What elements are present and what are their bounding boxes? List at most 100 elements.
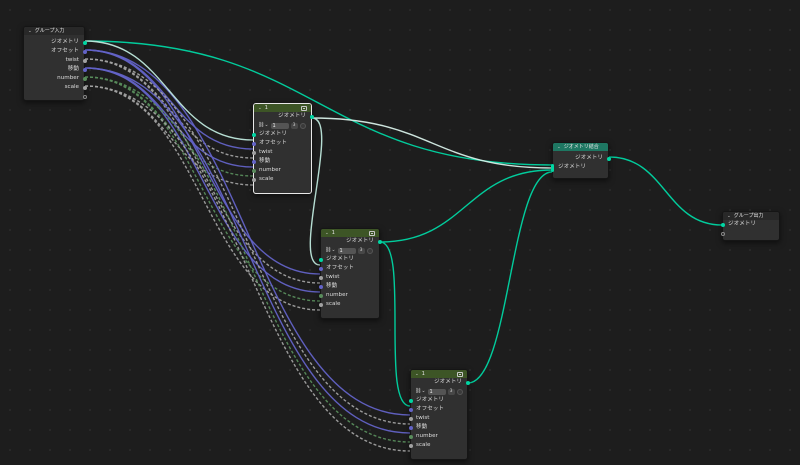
datablock-name-field[interactable]: 1 bbox=[337, 247, 356, 254]
group-input-socket-geometry[interactable]: ジオメトリ bbox=[24, 38, 87, 47]
geometry-socket-icon[interactable] bbox=[309, 114, 314, 119]
empty-socket-icon[interactable] bbox=[82, 94, 87, 99]
geometry-socket-icon[interactable] bbox=[408, 398, 413, 403]
datablock-selector[interactable]: ⛓⌄ 1 3 bbox=[411, 387, 467, 396]
group-node-input-geometry[interactable]: ジオメトリ bbox=[408, 396, 467, 405]
group-node-input-twist[interactable]: twist bbox=[408, 414, 467, 423]
node-tree-icon[interactable]: ⛓⌄ bbox=[325, 247, 336, 253]
geometry-socket-icon[interactable] bbox=[318, 257, 323, 262]
float-socket-icon[interactable] bbox=[82, 85, 87, 90]
integer-socket-icon[interactable] bbox=[318, 293, 323, 298]
node-tree-icon[interactable]: ⛓⌄ bbox=[415, 388, 426, 394]
join-geometry-header[interactable]: ⌄ ジオメトリ結合 bbox=[553, 143, 608, 151]
vector-socket-icon[interactable] bbox=[251, 141, 256, 146]
datablock-selector[interactable]: ⛓⌄ 1 3 bbox=[321, 246, 379, 255]
float-socket-icon[interactable] bbox=[318, 302, 323, 307]
group-node-input-geometry[interactable]: ジオメトリ bbox=[318, 255, 379, 264]
group-input-socket-scale[interactable]: scale bbox=[24, 83, 87, 92]
group-node-input-number[interactable]: number bbox=[318, 291, 379, 300]
fake-user-icon[interactable] bbox=[456, 388, 463, 395]
integer-socket-icon[interactable] bbox=[408, 434, 413, 439]
datablock-selector[interactable]: ⛓⌄ 1 3 bbox=[254, 121, 311, 130]
user-count-button[interactable]: 3 bbox=[357, 247, 365, 254]
group-node-input-number[interactable]: number bbox=[408, 432, 467, 441]
group-input-socket-offset[interactable]: オフセット bbox=[24, 47, 87, 56]
collapse-chevron-icon[interactable]: ⌄ bbox=[258, 105, 262, 111]
vector-socket-icon[interactable] bbox=[82, 49, 87, 54]
join-input-geometry[interactable]: ジオメトリ bbox=[550, 163, 608, 172]
collapse-chevron-icon[interactable]: ⌄ bbox=[325, 230, 329, 236]
group-node-header[interactable]: ⌄ 1 bbox=[254, 104, 311, 112]
node-group-icon[interactable] bbox=[457, 371, 463, 377]
group-output-input-geometry[interactable]: ジオメトリ bbox=[720, 220, 779, 229]
group-output-header[interactable]: ⌄ グループ出力 bbox=[723, 212, 779, 220]
vector-socket-icon[interactable] bbox=[408, 407, 413, 412]
group-node-input-offset[interactable]: オフセット bbox=[318, 264, 379, 273]
collapse-chevron-icon[interactable]: ⌄ bbox=[557, 144, 561, 150]
geometry-socket-icon[interactable] bbox=[82, 40, 87, 45]
user-count-button[interactable]: 3 bbox=[447, 388, 455, 395]
group-node-output-geometry[interactable]: ジオメトリ bbox=[411, 378, 470, 387]
float-socket-icon[interactable] bbox=[408, 443, 413, 448]
fake-user-icon[interactable] bbox=[299, 122, 306, 129]
group-node-1a[interactable]: ⌄ 1 ジオメトリ ⛓⌄ 1 3 ジオメトリ オフセット twist 移動 nu… bbox=[251, 103, 314, 194]
group-node-input-move[interactable]: 移動 bbox=[318, 282, 379, 291]
group-node-input-scale[interactable]: scale bbox=[251, 175, 311, 184]
join-geometry-node[interactable]: ⌄ ジオメトリ結合 ジオメトリ ジオメトリ bbox=[550, 142, 611, 179]
group-node-input-offset[interactable]: オフセット bbox=[408, 405, 467, 414]
geometry-socket-icon[interactable] bbox=[720, 222, 725, 227]
integer-socket-icon[interactable] bbox=[251, 168, 256, 173]
float-socket-icon[interactable] bbox=[251, 177, 256, 182]
geometry-socket-icon[interactable] bbox=[377, 239, 382, 244]
group-input-socket-move[interactable]: 移動 bbox=[24, 65, 87, 74]
group-node-input-geometry[interactable]: ジオメトリ bbox=[251, 130, 311, 139]
node-group-icon[interactable] bbox=[369, 230, 375, 236]
group-node-input-scale[interactable]: scale bbox=[408, 441, 467, 450]
node-tree-icon[interactable]: ⛓⌄ bbox=[258, 122, 269, 128]
group-node-header[interactable]: ⌄ 1 bbox=[411, 370, 467, 378]
group-input-node[interactable]: ⌄ グループ入力 ジオメトリ オフセット twist 移動 number sca… bbox=[23, 26, 87, 101]
group-output-input-empty[interactable] bbox=[720, 229, 779, 238]
group-node-input-offset[interactable]: オフセット bbox=[251, 139, 311, 148]
group-input-socket-twist[interactable]: twist bbox=[24, 56, 87, 65]
vector-socket-icon[interactable] bbox=[318, 266, 323, 271]
collapse-chevron-icon[interactable]: ⌄ bbox=[727, 213, 731, 219]
vector-socket-icon[interactable] bbox=[251, 159, 256, 164]
group-node-1b[interactable]: ⌄ 1 ジオメトリ ⛓⌄ 1 3 ジオメトリ オフセット twist 移動 nu… bbox=[318, 228, 382, 319]
float-socket-icon[interactable] bbox=[408, 416, 413, 421]
group-input-header[interactable]: ⌄ グループ入力 bbox=[24, 27, 84, 35]
group-input-socket-number[interactable]: number bbox=[24, 74, 87, 83]
group-node-input-move[interactable]: 移動 bbox=[251, 157, 311, 166]
user-count-button[interactable]: 3 bbox=[290, 122, 298, 129]
fake-user-icon[interactable] bbox=[366, 247, 373, 254]
float-socket-icon[interactable] bbox=[318, 275, 323, 280]
empty-socket-icon[interactable] bbox=[720, 231, 725, 236]
multi-input-socket-icon[interactable] bbox=[550, 163, 554, 172]
join-output-geometry[interactable]: ジオメトリ bbox=[553, 154, 611, 163]
group-node-1c[interactable]: ⌄ 1 ジオメトリ ⛓⌄ 1 3 ジオメトリ オフセット twist 移動 nu… bbox=[408, 369, 470, 460]
datablock-name-field[interactable]: 1 bbox=[270, 122, 289, 129]
datablock-name-field[interactable]: 1 bbox=[427, 388, 446, 395]
vector-socket-icon[interactable] bbox=[408, 425, 413, 430]
group-node-input-twist[interactable]: twist bbox=[318, 273, 379, 282]
integer-socket-icon[interactable] bbox=[82, 76, 87, 81]
vector-socket-icon[interactable] bbox=[318, 284, 323, 289]
float-socket-icon[interactable] bbox=[251, 150, 256, 155]
group-node-output-geometry[interactable]: ジオメトリ bbox=[321, 237, 382, 246]
group-output-node[interactable]: ⌄ グループ出力 ジオメトリ bbox=[720, 211, 780, 241]
group-node-input-move[interactable]: 移動 bbox=[408, 423, 467, 432]
group-input-socket-empty[interactable] bbox=[24, 92, 87, 101]
geometry-socket-icon[interactable] bbox=[606, 156, 611, 161]
group-node-input-scale[interactable]: scale bbox=[318, 300, 379, 309]
vector-socket-icon[interactable] bbox=[82, 67, 87, 72]
group-node-output-geometry[interactable]: ジオメトリ bbox=[254, 112, 314, 121]
geometry-socket-icon[interactable] bbox=[251, 132, 256, 137]
group-node-input-number[interactable]: number bbox=[251, 166, 311, 175]
group-node-header[interactable]: ⌄ 1 bbox=[321, 229, 379, 237]
collapse-chevron-icon[interactable]: ⌄ bbox=[415, 371, 419, 377]
collapse-chevron-icon[interactable]: ⌄ bbox=[28, 28, 32, 34]
geometry-socket-icon[interactable] bbox=[465, 380, 470, 385]
group-node-input-twist[interactable]: twist bbox=[251, 148, 311, 157]
node-group-icon[interactable] bbox=[301, 105, 307, 111]
float-socket-icon[interactable] bbox=[82, 58, 87, 63]
